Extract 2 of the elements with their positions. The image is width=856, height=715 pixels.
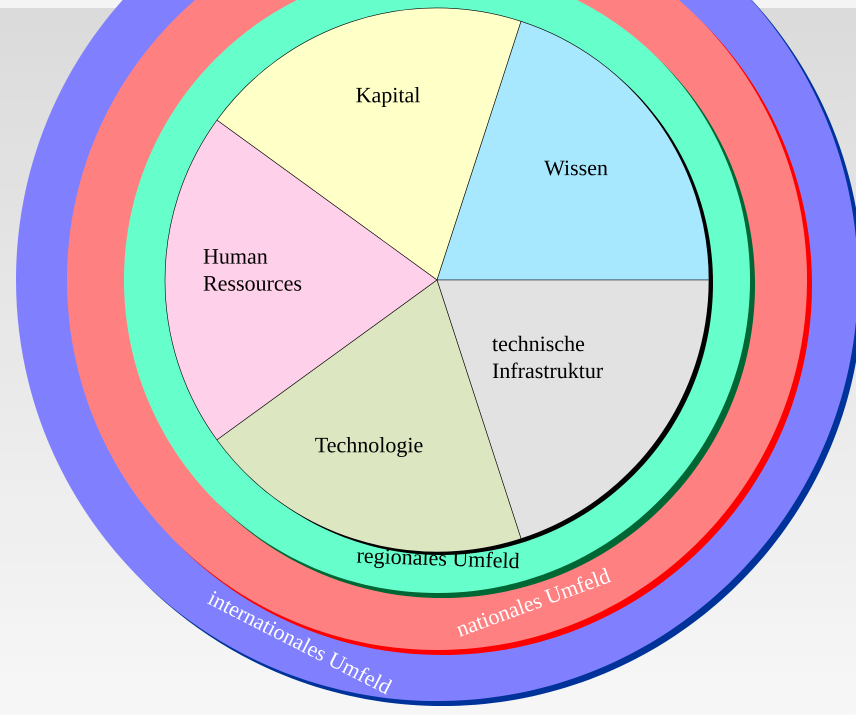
pie-slice: technische Infrastruktur	[436, 280, 710, 539]
pie-slice: Wissen	[436, 21, 710, 280]
